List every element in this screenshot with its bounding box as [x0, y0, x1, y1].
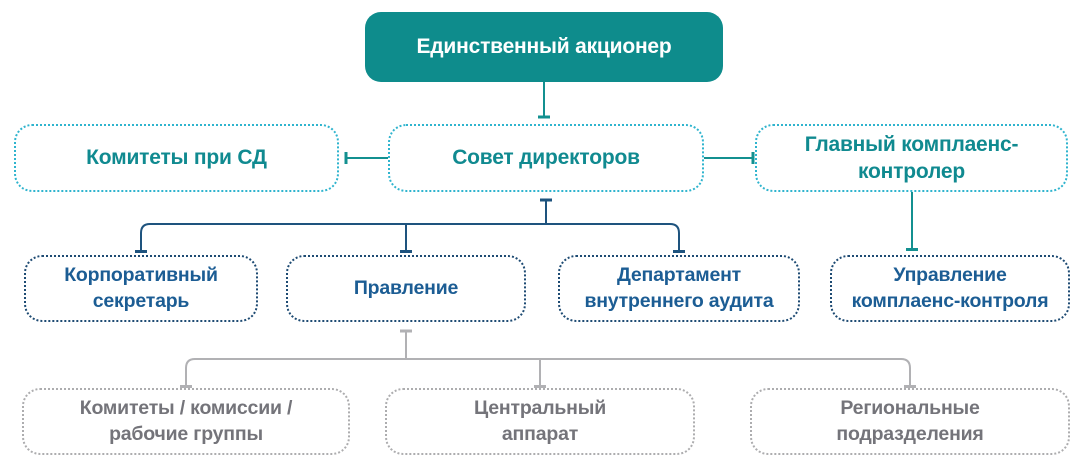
node-corporate-secretary: Корпоративный секретарь — [24, 255, 258, 322]
connector-board-bod-committees — [344, 152, 388, 164]
node-board-of-directors-label: Совет директоров — [452, 146, 640, 170]
node-bod-committees: Комитеты при СД — [14, 124, 339, 192]
node-chief-compliance-officer: Главный комплаенс- контролер — [755, 124, 1068, 192]
connector-cco-compliance-dept — [906, 192, 918, 251]
connector-management-children — [180, 329, 916, 388]
node-compliance-control-department: Управление комплаенс-контроля — [830, 255, 1070, 322]
node-corporate-secretary-label: Корпоративный секретарь — [64, 264, 218, 312]
node-sole-shareholder: Единственный акционер — [365, 12, 723, 82]
node-internal-audit-department-label: Департамент внутреннего аудита — [584, 264, 774, 312]
node-central-office-label: Центральный аппарат — [473, 397, 606, 445]
connector-board-cco — [704, 152, 755, 164]
node-sole-shareholder-label: Единственный акционер — [416, 35, 672, 59]
node-compliance-control-department-label: Управление комплаенс-контроля — [851, 264, 1049, 312]
node-chief-compliance-officer-label: Главный комплаенс- контролер — [804, 132, 1019, 183]
node-internal-audit-department: Департамент внутреннего аудита — [558, 255, 800, 322]
connector-shareholder-board — [538, 82, 550, 119]
node-bod-committees-label: Комитеты при СД — [86, 146, 267, 170]
node-board-of-directors: Совет директоров — [388, 124, 704, 192]
connector-board-children — [135, 198, 685, 253]
node-central-office: Центральный аппарат — [385, 388, 695, 455]
node-management-board: Правление — [286, 255, 526, 322]
node-committees-commissions-working-groups: Комитеты / комиссии / рабочие группы — [22, 388, 350, 455]
node-management-board-label: Правление — [353, 276, 459, 299]
node-committees-commissions-working-groups-label: Комитеты / комиссии / рабочие группы — [79, 397, 293, 445]
node-regional-units: Региональные подразделения — [750, 388, 1070, 455]
node-regional-units-label: Региональные подразделения — [836, 397, 984, 445]
